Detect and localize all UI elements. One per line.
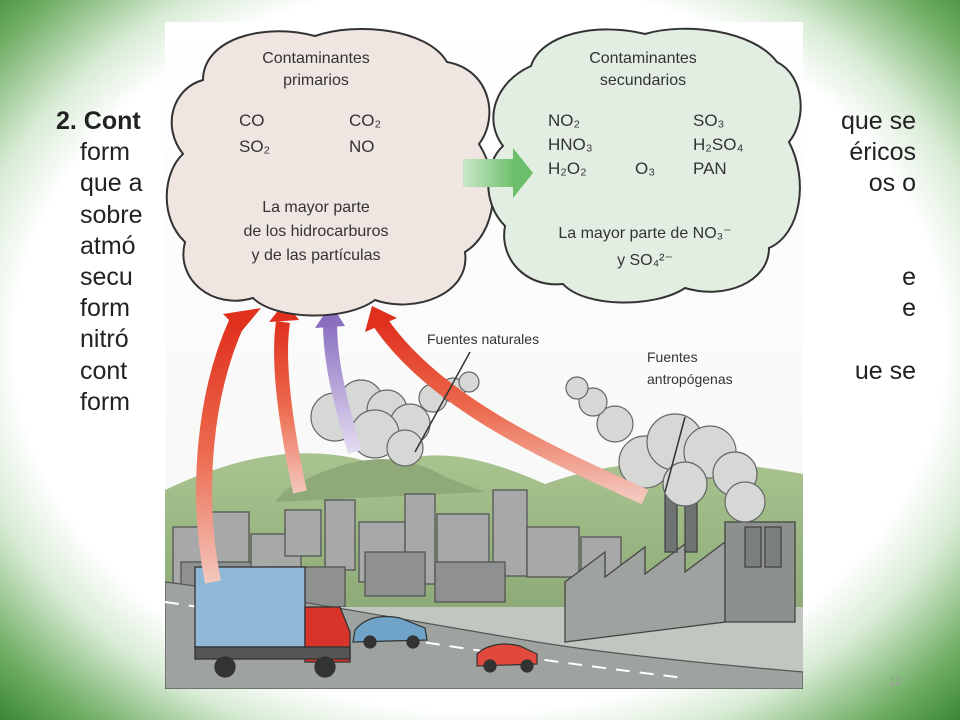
- secondary-cloud-title-1: Contaminantes: [589, 50, 697, 67]
- natural-sources-label: Fuentes naturales: [427, 331, 539, 347]
- body-text-right-fragment: os o: [868, 169, 916, 198]
- secondary-cloud-note-2: y SO₄²⁻: [617, 252, 673, 269]
- secondary-cloud-title-2: secundarios: [600, 72, 686, 89]
- primary-cloud-note-2: de los hidrocarburos: [244, 223, 389, 240]
- body-text-line: que a os o: [56, 168, 916, 199]
- arrow-head-red-1: [223, 308, 261, 332]
- body-text-line: 2. Cont que se: [56, 106, 916, 137]
- slide-number: 12: [888, 676, 902, 688]
- body-text-line: secu e: [56, 262, 916, 293]
- secondary-pollutant: H₂O₂: [548, 159, 587, 178]
- primary-pollutant: CO: [239, 111, 265, 130]
- secondary-cloud: [487, 27, 802, 304]
- primary-cloud-title-1: Contaminantes: [262, 50, 370, 67]
- body-text-left-fragment: form: [80, 138, 130, 166]
- body-text-right-fragment: e: [902, 262, 916, 291]
- truck: [194, 566, 351, 678]
- label-pointers: [414, 351, 686, 493]
- body-text-right-fragment: éricos: [849, 138, 916, 167]
- secondary-pollutant: O₃: [635, 159, 655, 178]
- body-text-left-fragment: form: [80, 294, 130, 322]
- primary-cloud-note-3: y de las partículas: [252, 247, 381, 264]
- transformation-arrow: [463, 148, 533, 198]
- body-text-fragment: que a: [80, 169, 143, 198]
- body-text-line: nitró: [56, 324, 916, 355]
- emission-arrows: [196, 302, 649, 584]
- anthropogenic-sources-label-2: antropógenas: [647, 371, 733, 387]
- body-text-fragment: sobre: [80, 200, 143, 229]
- body-text-left-fragment: nitró: [80, 325, 129, 353]
- anthropogenic-sources-label-1: Fuentes: [647, 349, 698, 365]
- body-text-line: atmó: [56, 231, 916, 262]
- secondary-pollutant: NO₂: [548, 111, 580, 130]
- body-text-fragment: cont: [80, 356, 128, 385]
- primary-cloud-note-1: La mayor parte: [262, 199, 370, 216]
- secondary-pollutant: HNO₃: [548, 135, 593, 154]
- body-text-left-fragment: sobre: [80, 201, 143, 229]
- secondary-pollutant: PAN: [693, 159, 727, 178]
- body-text-left-fragment: secu: [80, 263, 133, 291]
- primary-pollutant: NO: [349, 137, 375, 156]
- arrow-head-red-3: [365, 306, 397, 332]
- secondary-cloud-note-1: La mayor parte de NO₃⁻: [558, 225, 731, 242]
- primary-pollutant: CO₂: [349, 111, 381, 130]
- body-text-right-fragment: e: [902, 294, 916, 323]
- body-text-fragment: form: [80, 138, 130, 167]
- pollution-diagram: Contaminantes primarios CO CO₂ SO₂ NO La…: [165, 22, 803, 689]
- body-text-fragment: nitró: [80, 325, 129, 354]
- body-text-fragment: atmó: [80, 231, 136, 260]
- cars: [352, 615, 538, 673]
- body-text-left-fragment: atmó: [80, 232, 136, 260]
- factory-smoke: [565, 376, 766, 523]
- body-text-fragment: form: [80, 294, 130, 323]
- body-text-fragment: form: [80, 387, 130, 416]
- body-text-line: cont ue se: [56, 356, 916, 387]
- body-text-fragment: secu: [80, 262, 133, 291]
- body-text-line: form éricos: [56, 137, 916, 168]
- body-text-right-fragment: ue se: [854, 356, 916, 385]
- body-text-left-fragment: 2. Cont: [56, 107, 141, 135]
- secondary-pollutant: SO₃: [693, 111, 725, 130]
- body-text-left-fragment: cont: [80, 357, 127, 385]
- body-text-left-fragment: que a: [80, 169, 143, 197]
- primary-cloud: [165, 27, 495, 317]
- body-text-line: form e: [56, 293, 916, 324]
- factory: [564, 481, 796, 643]
- secondary-pollutant: H₂SO₄: [693, 135, 743, 154]
- body-text-line: form: [56, 387, 916, 418]
- primary-pollutant: SO₂: [239, 137, 270, 156]
- slide-body-text: 2. Cont que se form éricos que a os o sobre atm…: [56, 106, 916, 418]
- body-text-left-fragment: form: [80, 388, 130, 416]
- primary-cloud-title-2: primarios: [283, 72, 349, 89]
- arrow-head-purple: [315, 304, 345, 328]
- body-text-right-fragment: que se: [840, 107, 916, 135]
- body-text-bold: 2. Cont: [56, 107, 141, 135]
- body-text-line: sobre: [56, 200, 916, 231]
